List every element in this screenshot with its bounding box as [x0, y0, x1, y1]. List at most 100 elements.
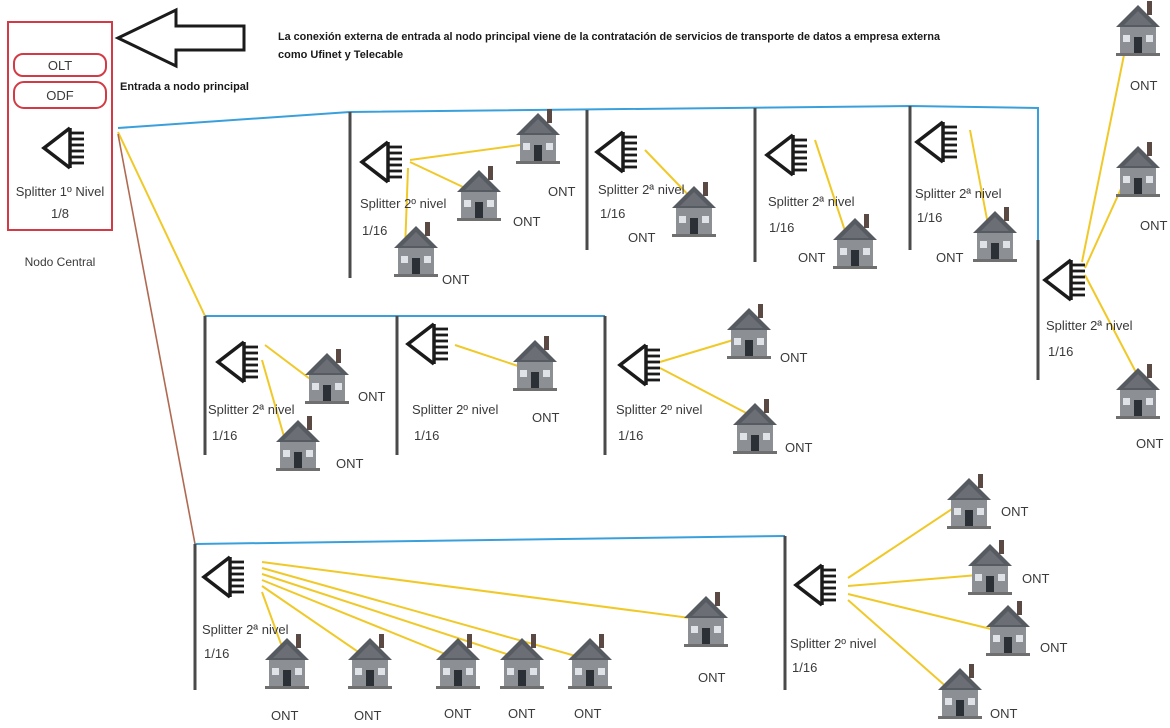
- splitter-level2-label: Splitter 2ª nivel: [768, 194, 855, 209]
- ont-label: ONT: [442, 272, 470, 287]
- splitter-level2-ratio: 1/16: [769, 220, 794, 235]
- splitter-level1-ratio: 1/8: [51, 206, 69, 221]
- ont-house-icon: [305, 349, 349, 404]
- odf-box: [13, 81, 107, 109]
- splitter-level2-label: Splitter 2ª nivel: [208, 402, 295, 417]
- ont-house-icon: [513, 336, 557, 391]
- splitter-level2-icon: [216, 340, 260, 384]
- splitter-rails: [193, 106, 1040, 690]
- ont-house-icon: [516, 109, 560, 164]
- splitter-level2-ratio: 1/16: [600, 206, 625, 221]
- ont-house-icon: [1116, 1, 1160, 56]
- ont-label: ONT: [1022, 571, 1050, 586]
- olt-label: OLT: [48, 58, 72, 73]
- ont-label: ONT: [798, 250, 826, 265]
- ont-house-icon: [500, 634, 544, 689]
- entry-arrow-label: Entrada a nodo principal: [120, 81, 249, 93]
- feeder-line-row2: [117, 131, 206, 317]
- ont-house-icon: [1116, 364, 1160, 419]
- ont-house-icon: [394, 222, 438, 277]
- ont-label: ONT: [1001, 504, 1029, 519]
- ont-label: ONT: [358, 389, 386, 404]
- ont-label: ONT: [548, 184, 576, 199]
- splitter-level2-ratio: 1/16: [414, 428, 439, 443]
- ont-house-icon: [733, 399, 777, 454]
- ont-label: ONT: [513, 214, 541, 229]
- ont-label: ONT: [532, 410, 560, 425]
- ont-label: ONT: [336, 456, 364, 471]
- splitter-level2-ratio: 1/16: [792, 660, 817, 675]
- ont-label: ONT: [1130, 78, 1158, 93]
- note-line-1: La conexión externa de entrada al nodo p…: [278, 31, 941, 43]
- splitter-level2-label: Splitter 2ª nivel: [202, 622, 289, 637]
- ont-label: ONT: [780, 350, 808, 365]
- ont-house-icon: [457, 166, 501, 221]
- splitter-level2-icon: [406, 322, 450, 366]
- external-connection-note: La conexión externa de entrada al nodo p…: [278, 31, 941, 61]
- splitter-level2-icon: [360, 140, 404, 184]
- trunk-fiber-row1: [349, 104, 1039, 240]
- splitter-level1-label: Splitter 1º Nivel: [16, 184, 105, 199]
- splitter-level2-icon: [618, 343, 662, 387]
- ont-label: ONT: [785, 440, 813, 455]
- olt-box: [13, 53, 107, 77]
- ont-house-icon: [568, 634, 612, 689]
- note-line-2: como Ufinet y Telecable: [278, 49, 403, 61]
- splitter-level2-ratio: 1/16: [362, 223, 387, 238]
- feeder-line-row3: [117, 133, 196, 545]
- splitter-level2-ratio: 1/16: [618, 428, 643, 443]
- odf-label: ODF: [46, 88, 74, 103]
- trunk-fiber-row3: [194, 535, 786, 545]
- splitter-level2-label: Splitter 2º nivel: [412, 402, 499, 417]
- splitter-level2-icon: [794, 563, 838, 607]
- central-node-caption: Nodo Central: [25, 255, 96, 269]
- ont-label: ONT: [574, 706, 602, 721]
- ont-house-icon: [938, 664, 982, 719]
- splitter-level2-icon: [1043, 258, 1087, 302]
- feeder-line-row1: [117, 111, 351, 129]
- splitter-level2-icon: [765, 133, 809, 177]
- splitter-level2-label: Splitter 2ª nivel: [1046, 318, 1133, 333]
- splitter-level2-ratio: 1/16: [917, 210, 942, 225]
- splitter-level2-ratio: 1/16: [212, 428, 237, 443]
- ont-label: ONT: [444, 706, 472, 721]
- ont-house-icon: [986, 601, 1030, 656]
- splitter-level2-label: Splitter 2ª nivel: [915, 186, 1002, 201]
- ont-labels: ONT ONT ONT ONT ONT ONT ONT ONT ONT ONT …: [271, 78, 1168, 723]
- ont-label: ONT: [1040, 640, 1068, 655]
- splitter-level2-label: Splitter 2º nivel: [790, 636, 877, 651]
- ont-label: ONT: [354, 708, 382, 723]
- splitter-level2-labels: Splitter 2º nivel 1/16 Splitter 2ª nivel…: [202, 182, 1133, 675]
- ont-label: ONT: [271, 708, 299, 723]
- ont-house-icon: [276, 416, 320, 471]
- splitter-level2-icon: [915, 120, 959, 164]
- trunk-fibers: [194, 104, 1039, 545]
- splitter-level2-ratio: 1/16: [204, 646, 229, 661]
- splitter-level2-icon: [595, 130, 639, 174]
- ont-house-icon: [947, 474, 991, 529]
- ont-label: ONT: [628, 230, 656, 245]
- ont-label: ONT: [1140, 218, 1168, 233]
- ont-house-icon: [833, 214, 877, 269]
- ont-house-icon: [265, 634, 309, 689]
- ont-label: ONT: [990, 706, 1018, 721]
- ont-label: ONT: [698, 670, 726, 685]
- splitter-level2-ratio: 1/16: [1048, 344, 1073, 359]
- splitter-level2-label: Splitter 2º nivel: [616, 402, 703, 417]
- splitter-level2-label: Splitter 2º nivel: [360, 196, 447, 211]
- ont-house-icon: [348, 634, 392, 689]
- ont-house-icon: [1116, 142, 1160, 197]
- splitter-level2-label: Splitter 2ª nivel: [598, 182, 685, 197]
- ont-house-icon: [684, 592, 728, 647]
- ont-label: ONT: [936, 250, 964, 265]
- ont-house-icon: [727, 304, 771, 359]
- entry-arrow: Entrada a nodo principal: [114, 7, 249, 93]
- ont-house-icon: [968, 540, 1012, 595]
- ont-label: ONT: [1136, 436, 1164, 451]
- ont-house-icon: [973, 207, 1017, 262]
- entry-arrow-icon: [114, 7, 246, 69]
- splitter-level2-icon: [202, 555, 246, 599]
- feeder-lines: [117, 111, 351, 545]
- ont-label: ONT: [508, 706, 536, 721]
